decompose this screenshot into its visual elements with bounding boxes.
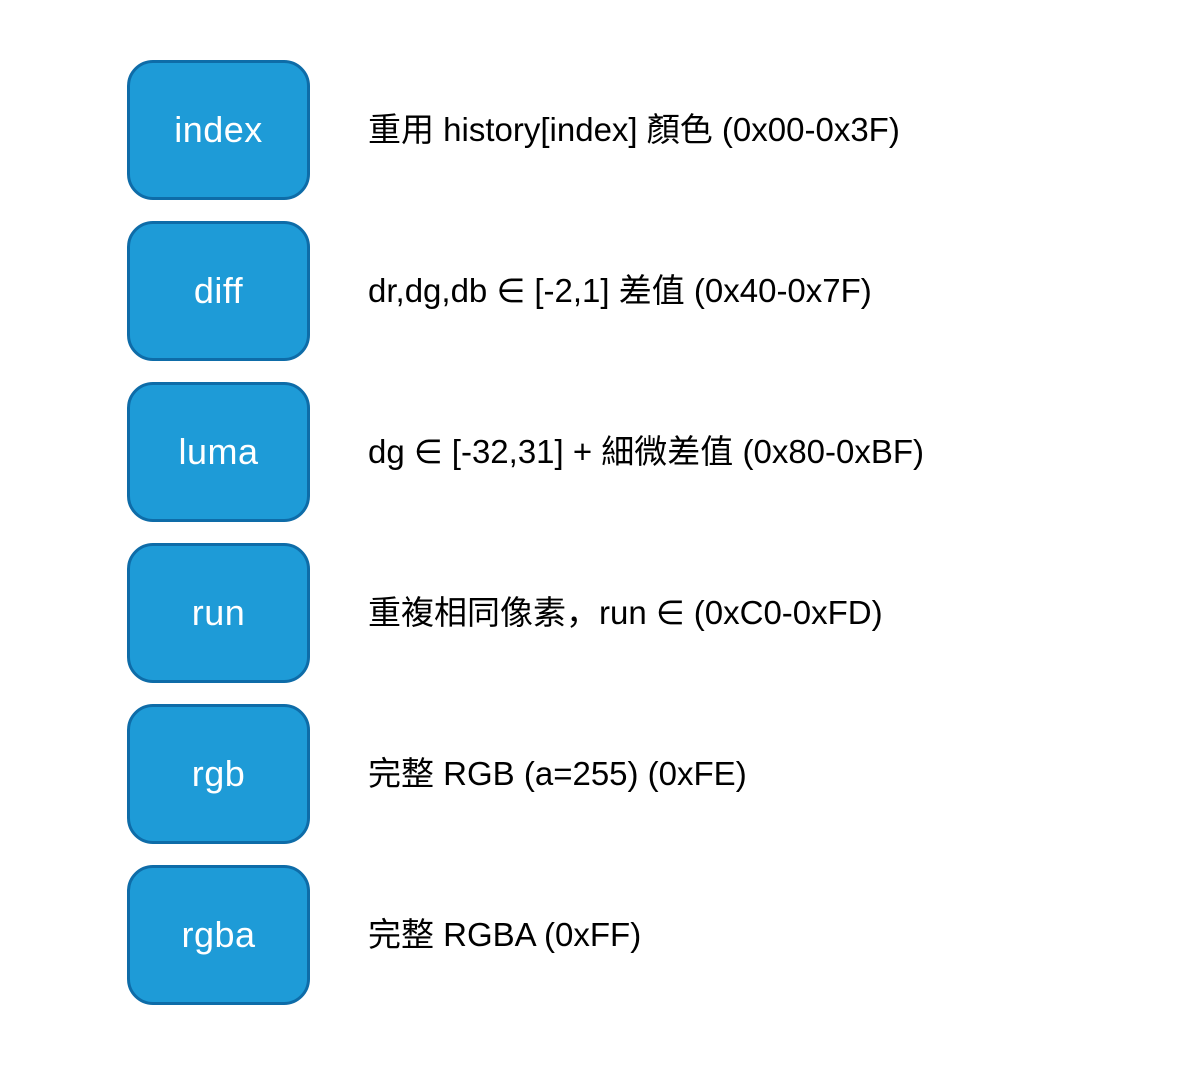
- opcode-name-label: index: [174, 109, 263, 150]
- opcode-row: luma dg ∈ [-32,31] + 細微差值 (0x80-0xBF): [127, 382, 924, 522]
- opcode-description: 完整 RGBA (0xFF): [368, 916, 642, 954]
- opcode-description: 重複相同像素，run ∈ (0xC0-0xFD): [368, 594, 883, 632]
- opcode-name-label: run: [191, 592, 246, 633]
- opcode-box: luma: [127, 382, 310, 522]
- opcode-rows-container: index 重用 history[index] 顏色 (0x00-0x3F) d…: [127, 60, 924, 1005]
- opcode-box: index: [127, 60, 310, 200]
- opcode-description: dr,dg,db ∈ [-2,1] 差值 (0x40-0x7F): [368, 272, 872, 310]
- opcode-box: run: [127, 543, 310, 683]
- opcode-row: rgba 完整 RGBA (0xFF): [127, 865, 924, 1005]
- opcode-box: diff: [127, 221, 310, 361]
- opcode-box: rgba: [127, 865, 310, 1005]
- opcode-description: dg ∈ [-32,31] + 細微差值 (0x80-0xBF): [368, 433, 925, 471]
- opcode-box: rgb: [127, 704, 310, 844]
- opcode-name-label: rgb: [191, 753, 246, 794]
- opcode-description: 重用 history[index] 顏色 (0x00-0x3F): [368, 111, 900, 149]
- opcode-row: run 重複相同像素，run ∈ (0xC0-0xFD): [127, 543, 924, 683]
- opcode-row: rgb 完整 RGB (a=255) (0xFE): [127, 704, 924, 844]
- opcode-name-label: rgba: [181, 914, 256, 955]
- opcode-description: 完整 RGB (a=255) (0xFE): [368, 755, 747, 793]
- opcode-row: diff dr,dg,db ∈ [-2,1] 差值 (0x40-0x7F): [127, 221, 924, 361]
- opcode-name-label: luma: [178, 431, 259, 472]
- opcode-name-label: diff: [193, 270, 244, 311]
- opcode-row: index 重用 history[index] 顏色 (0x00-0x3F): [127, 60, 924, 200]
